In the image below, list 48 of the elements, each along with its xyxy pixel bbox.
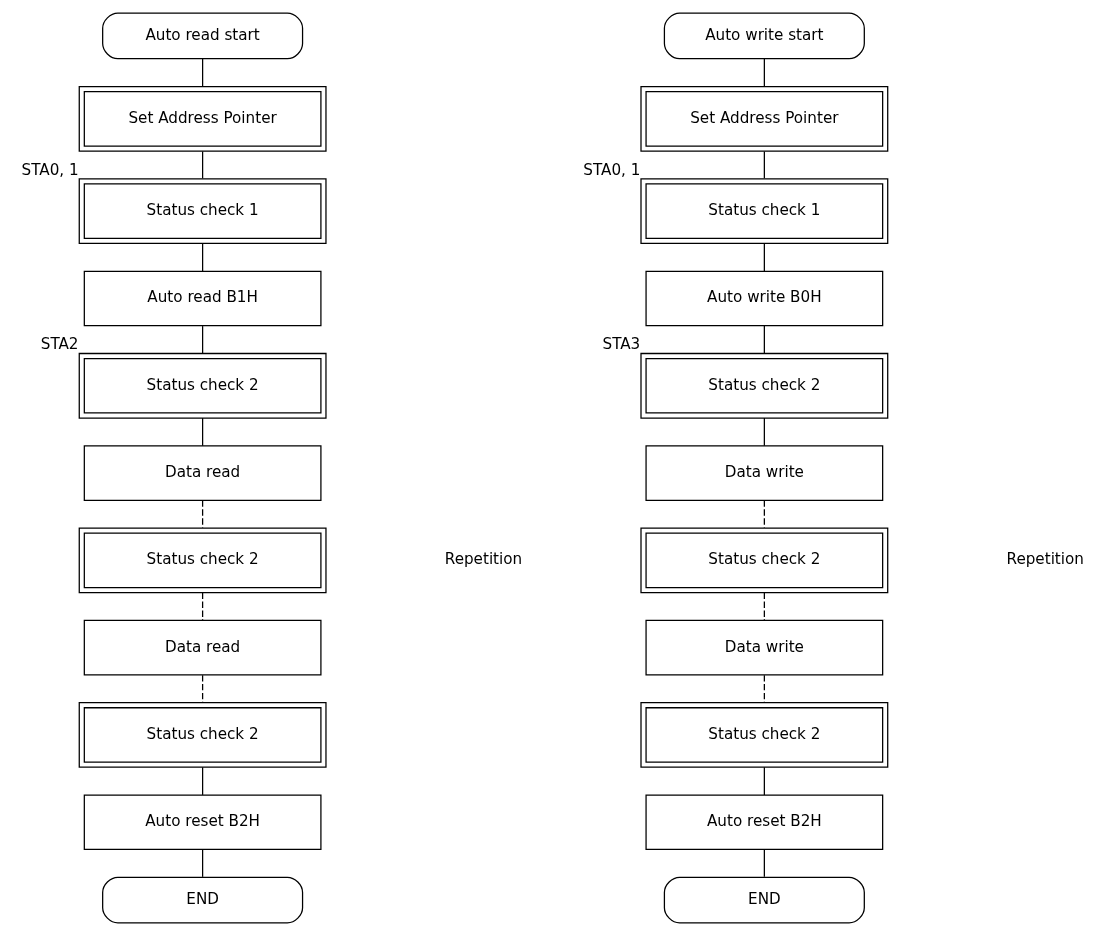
node-box: Status check 2 [639, 352, 888, 419]
connector [201, 58, 203, 87]
node-label: STA3 [602, 335, 640, 354]
node-box: Auto write B0H [644, 270, 883, 327]
node-box: END [663, 876, 865, 924]
node-box: Data read [83, 619, 322, 676]
node-box: Status check 2 [78, 527, 327, 594]
connector [201, 766, 203, 796]
node-box: Set Address Pointer [78, 85, 327, 152]
connector [201, 150, 203, 179]
node-label: STA2 [40, 335, 79, 354]
node-box: Status check 2 [639, 702, 888, 768]
node-box: Set Address Pointer [639, 85, 888, 152]
node-box: Status check 2 [78, 702, 327, 768]
connector [201, 849, 203, 878]
connector [763, 766, 765, 796]
label: Repetition [444, 550, 522, 569]
node-box: Status check 1 [78, 178, 327, 245]
connector [763, 58, 765, 87]
connector [201, 417, 203, 447]
node-box: Auto reset B2H [83, 794, 322, 851]
connector [763, 417, 765, 447]
node-label: STA0, 1 [582, 160, 640, 179]
connector [763, 849, 765, 878]
connector [763, 592, 765, 621]
node-label: STA0, 1 [21, 160, 79, 179]
connector [201, 500, 203, 529]
connector [201, 592, 203, 621]
node-box: Data read [83, 445, 322, 501]
connector [201, 242, 203, 272]
node-box: END [101, 876, 303, 924]
node-box: Auto read start [101, 12, 303, 60]
connector [763, 150, 765, 179]
node-box: Status check 2 [78, 352, 327, 419]
node-box: Auto read B1H [83, 270, 322, 327]
node-box: Status check 1 [639, 178, 888, 245]
connector [201, 325, 203, 354]
node-box: Data write [644, 619, 883, 676]
node-box: Data write [644, 445, 883, 501]
connector [763, 242, 765, 272]
label: Repetition [1006, 550, 1084, 569]
node-box: Auto reset B2H [644, 794, 883, 851]
connector [763, 500, 765, 529]
node-box: Status check 2 [639, 527, 888, 594]
connector [763, 674, 765, 703]
node-box: Auto write start [663, 12, 865, 60]
connector [201, 674, 203, 703]
connector [763, 325, 765, 354]
